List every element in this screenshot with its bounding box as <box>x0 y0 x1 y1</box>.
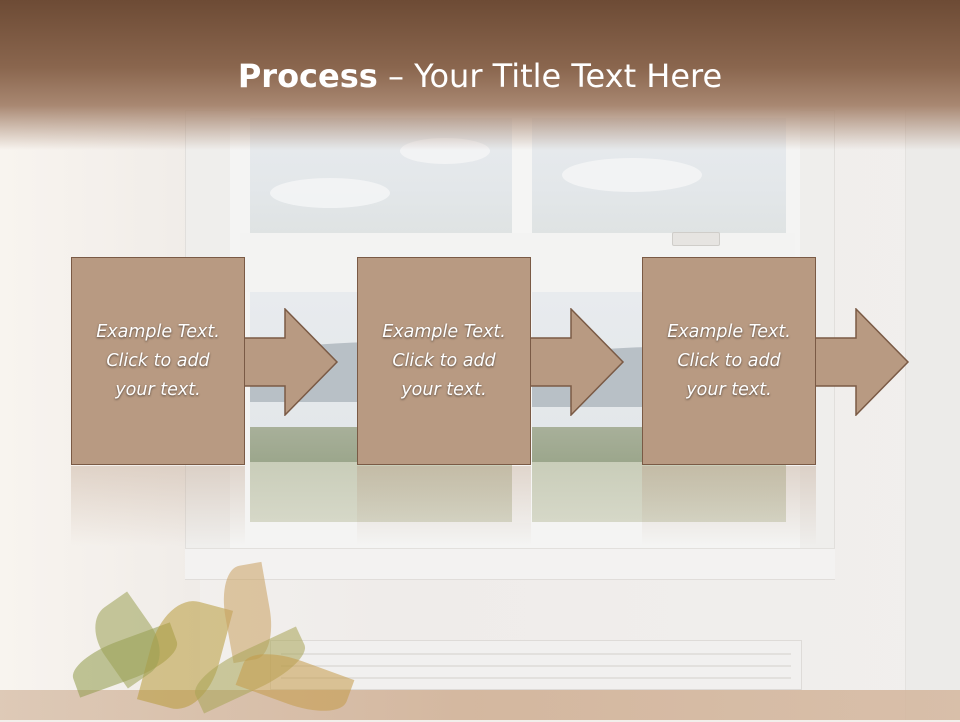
process-step-2[interactable]: Example Text. Click to add your text. <box>357 257 531 465</box>
step-1-text: Example Text. Click to add your text. <box>96 321 220 400</box>
title-rest: – Your Title Text Here <box>377 57 723 95</box>
step-3-text: Example Text. Click to add your text. <box>667 321 791 400</box>
right-wall-corner <box>905 110 960 720</box>
step-3-reflection <box>642 466 816 546</box>
slide-title[interactable]: Process – Your Title Text Here <box>0 56 960 96</box>
process-step-3[interactable]: Example Text. Click to add your text. <box>642 257 816 465</box>
step-2-reflection <box>357 466 531 546</box>
step-1-reflection <box>71 466 245 546</box>
arrow-1-icon <box>245 308 339 416</box>
arrow-3-icon <box>816 308 910 416</box>
window-latch <box>672 232 720 246</box>
process-step-1[interactable]: Example Text. Click to add your text. <box>71 257 245 465</box>
title-band <box>0 0 960 150</box>
window-sill <box>185 548 835 580</box>
title-bold: Process <box>237 57 378 95</box>
step-2-text: Example Text. Click to add your text. <box>382 321 506 400</box>
baseboard-heater <box>270 640 802 690</box>
arrow-2-icon <box>531 308 625 416</box>
